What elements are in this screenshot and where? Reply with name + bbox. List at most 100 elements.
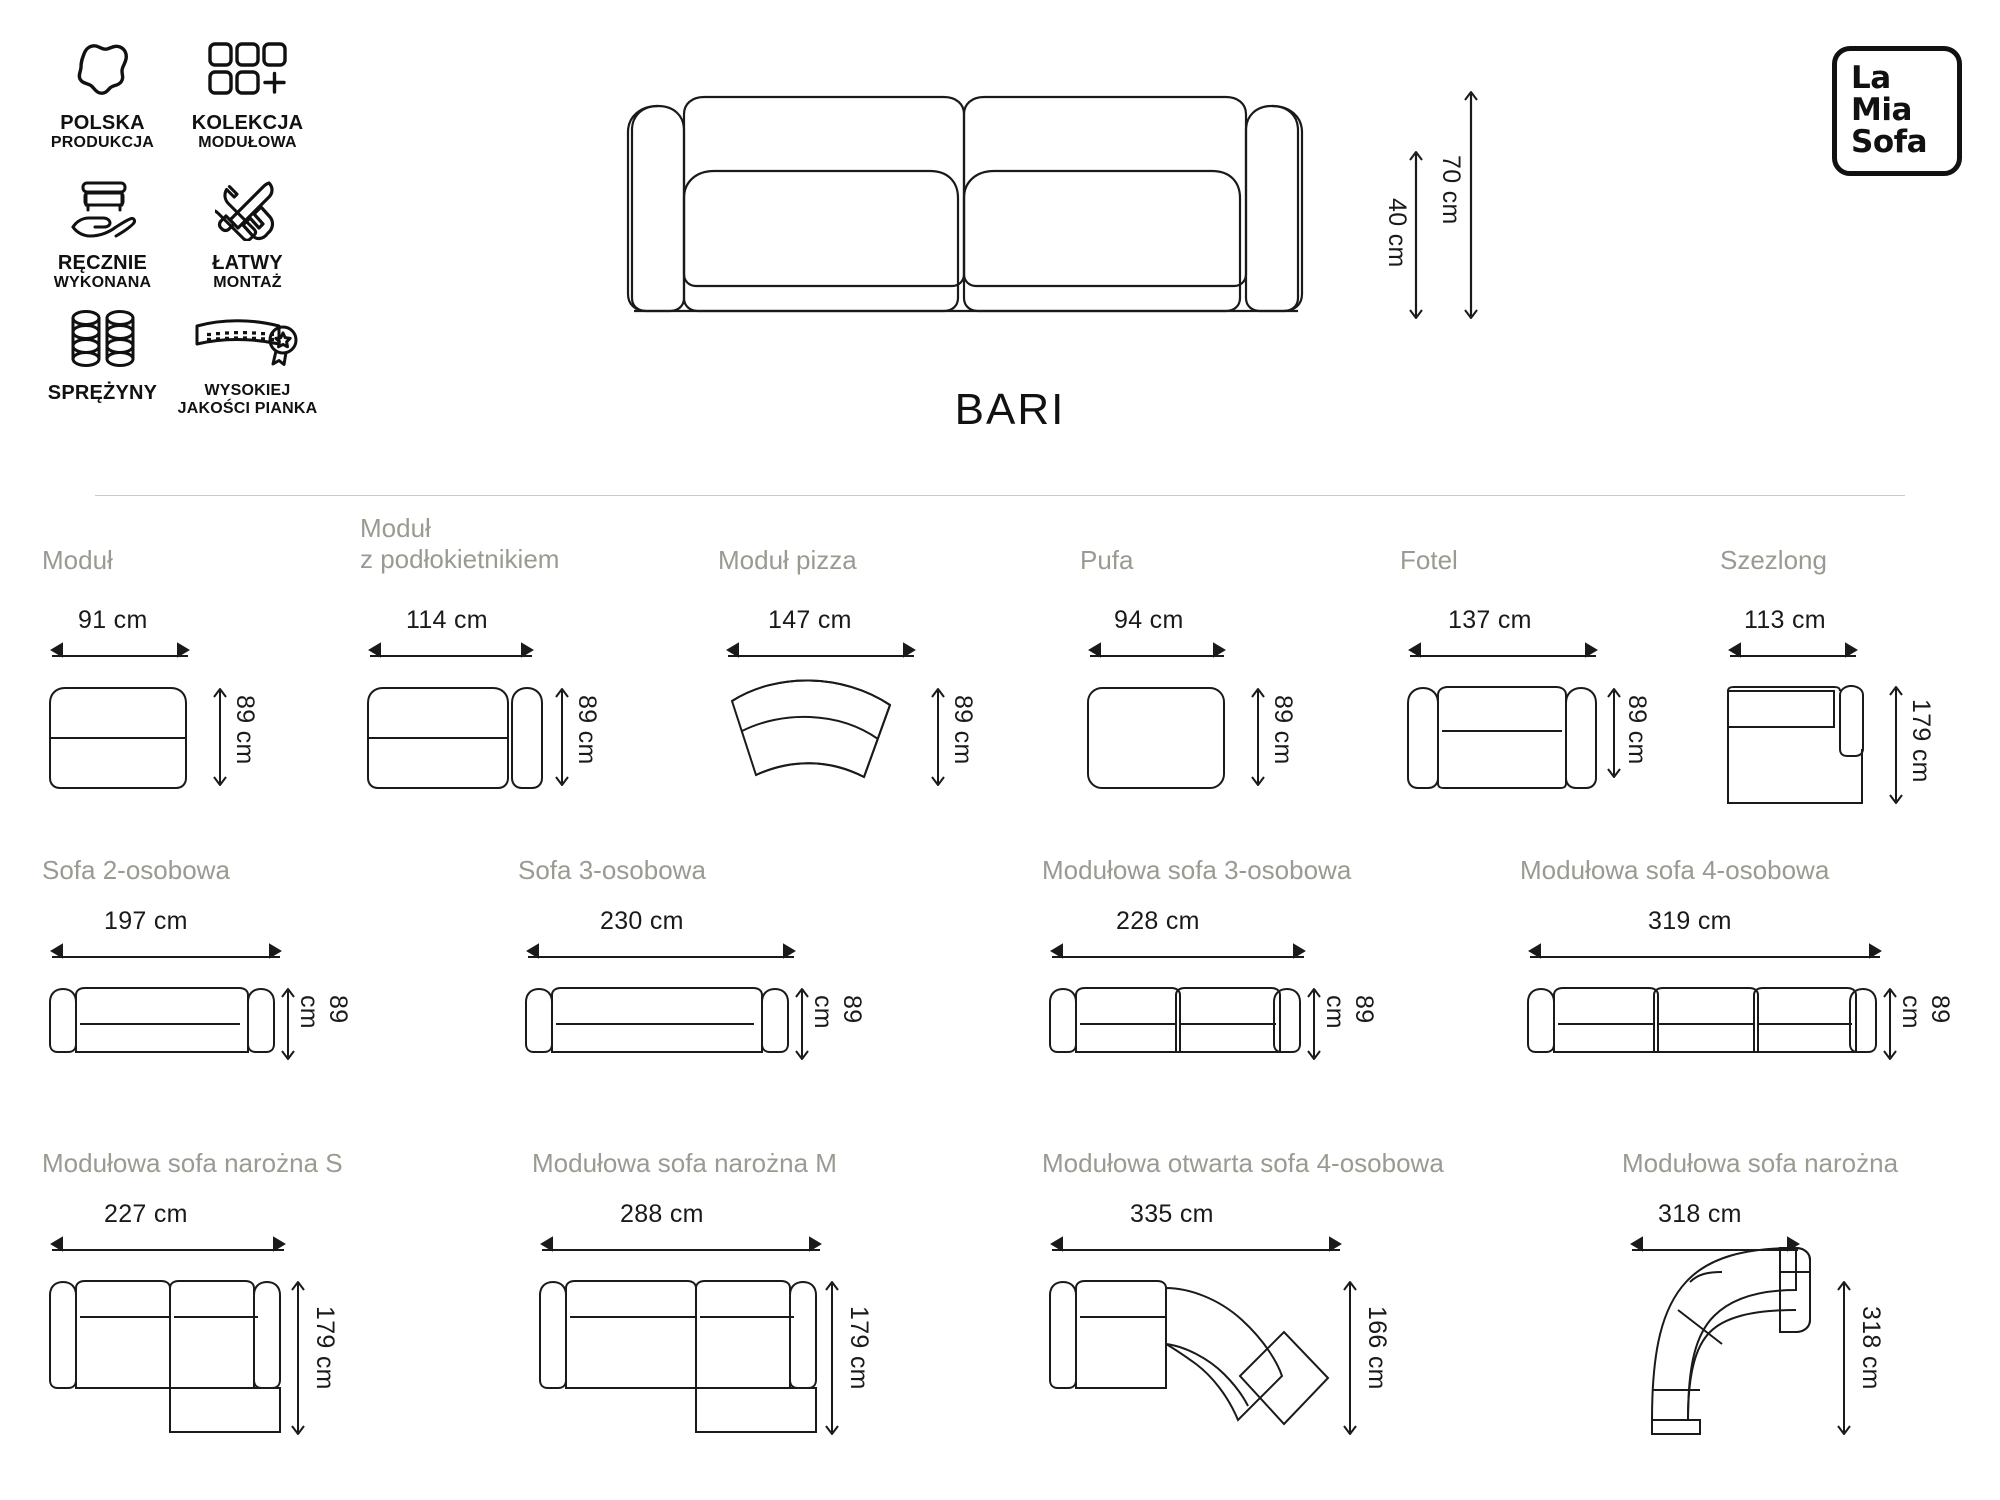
hero-sofa-illustration (620, 80, 1400, 340)
item-figure: 335 cm 166 cm (1042, 1200, 1444, 1440)
badge-kolekcja-modulowa: KOLEKCJA MODUŁOWA (175, 30, 320, 170)
item-figure: 319 cm 89 cm (1520, 907, 1954, 1060)
badge-line1: KOLEKCJA (191, 112, 304, 134)
item-width-label: 335 cm (1130, 1200, 1214, 1228)
item-depth-label: 166 cm (1363, 1306, 1391, 1390)
item-sofa-2-osobowa: Sofa 2-osobowa 197 cm 89 cm (42, 855, 352, 1060)
badge-row-3: SPRĘŻYNY WYSOKIEJ JAK (30, 300, 340, 420)
item-depth-label: 89 cm (1269, 695, 1297, 765)
hero-seat-height-label: 40 cm (1383, 198, 1411, 268)
item-figure: 318 cm 318 cm (1622, 1200, 1922, 1440)
item-width-label: 288 cm (620, 1200, 704, 1228)
item-width-label: 319 cm (1648, 907, 1732, 935)
item-width-label: 197 cm (104, 907, 188, 935)
item-depth-label: 89 cm (231, 695, 259, 765)
item-label: Modułowa otwarta sofa 4-osobowa (1042, 1148, 1444, 1178)
item-modulowa-sofa-narozna: Modułowa sofa narożna 318 cm 318 cm (1622, 1148, 1922, 1440)
item-modulowa-otwarta-sofa-4-osobowa: Modułowa otwarta sofa 4-osobowa 335 cm 1… (1042, 1148, 1444, 1440)
item-depth-label: 179 cm (311, 1306, 339, 1390)
item-modul-pizza: Moduł pizza 147 cm 89 cm (718, 545, 978, 791)
item-width-label: 230 cm (600, 907, 684, 935)
item-label: Moduł z podłokietnikiem (360, 513, 560, 574)
poland-map-icon (69, 30, 137, 108)
item-label: Modułowa sofa narożna S (42, 1148, 343, 1178)
item-label: Sofa 3-osobowa (518, 855, 706, 885)
item-width-label: 114 cm (406, 606, 488, 634)
modular-grid-plus-icon (207, 30, 289, 108)
badge-latwy-montaz: ŁATWY MONTAŻ (175, 170, 320, 300)
item-width-label: 147 cm (768, 606, 852, 634)
springs-icon (68, 300, 138, 378)
brand-logo: La Mia Sofa (1832, 46, 1962, 176)
badge-line1: WYSOKIEJ (204, 382, 291, 399)
item-label: Modułowa sofa narożna M (532, 1148, 837, 1178)
hand-holding-sofa-icon (65, 170, 141, 248)
badge-row-1: POLSKA PRODUKCJA KOLEKCJA MODUŁOWA (30, 30, 340, 170)
item-label: Fotel (1400, 545, 1458, 575)
item-depth-label: 89 cm (809, 995, 866, 1029)
item-figure: 197 cm 89 cm (42, 907, 352, 1060)
item-szezlong: Szezlong 113 cm 179 cm (1720, 545, 1960, 811)
hero-total-height-label: 70 cm (1437, 155, 1465, 225)
badge-line1: POLSKA (60, 112, 145, 134)
feature-badges: POLSKA PRODUKCJA KOLEKCJA MODUŁOWA (30, 30, 340, 420)
item-width-label: 318 cm (1658, 1200, 1742, 1228)
item-label: Szezlong (1720, 545, 1827, 575)
item-label: Modułowa sofa 4-osobowa (1520, 855, 1830, 885)
badge-polska-produkcja: POLSKA PRODUKCJA (30, 30, 175, 170)
item-width-label: 94 cm (1114, 606, 1184, 634)
badge-wysokiej-jakosci-pianka: WYSOKIEJ JAKOŚCI PIANKA (175, 300, 320, 420)
badge-line1: SPRĘŻYNY (47, 382, 158, 404)
section-divider (95, 495, 1905, 496)
item-label: Pufa (1080, 545, 1134, 575)
item-depth-label: 179 cm (845, 1306, 873, 1390)
item-depth-label: 89 cm (1897, 995, 1954, 1029)
logo-line-3: Sofa (1851, 123, 1928, 160)
item-label: Moduł pizza (718, 545, 857, 575)
item-depth-label: 318 cm (1857, 1306, 1885, 1390)
item-depth-label: 89 cm (949, 695, 977, 765)
item-modulowa-sofa-4-osobowa: Modułowa sofa 4-osobowa 319 cm 89 cm (1520, 855, 1954, 1060)
item-figure: 227 cm 179 cm (42, 1200, 343, 1440)
item-modulowa-sofa-narozna-m: Modułowa sofa narożna M 288 cm 179 cm (532, 1148, 873, 1440)
product-name: BARI (954, 385, 1066, 434)
item-label: Modułowa sofa 3-osobowa (1042, 855, 1352, 885)
badge-line2: PRODUKCJA (50, 134, 155, 152)
item-figure: 113 cm 179 cm (1720, 606, 1960, 811)
item-modul: Moduł 91 cm 89 cm (42, 545, 277, 791)
item-figure: 114 cm 89 cm (360, 606, 610, 791)
badge-line1: ŁATWY (212, 252, 283, 274)
item-modul-z-podlokietnikiem: Moduł z podłokietnikiem 114 cm 89 cm (360, 513, 610, 791)
badge-line2: MONTAŻ (213, 274, 282, 292)
hero-dimensions: 40 cm 70 cm (1370, 80, 1500, 345)
item-depth-label: 89 cm (573, 695, 601, 765)
item-depth-label: 179 cm (1907, 699, 1935, 783)
badge-recznie-wykonana: RĘCZNIE WYKONANA (30, 170, 175, 300)
item-modulowa-sofa-narozna-s: Modułowa sofa narożna S 227 cm 179 cm (42, 1148, 343, 1440)
wrench-screwdriver-icon (214, 170, 281, 248)
item-depth-label: 89 cm (1321, 995, 1378, 1029)
item-label: Moduł (42, 545, 113, 575)
badge-line1: RĘCZNIE (57, 252, 148, 274)
item-depth-label: 89 cm (1623, 695, 1651, 765)
item-figure: 94 cm 89 cm (1080, 606, 1315, 791)
logo-line-1: La (1851, 60, 1891, 97)
badge-row-2: RĘCZNIE WYKONANA ŁATWY MONTAŻ (30, 170, 340, 300)
item-width-label: 228 cm (1116, 907, 1200, 935)
item-figure: 228 cm 89 cm (1042, 907, 1378, 1060)
item-depth-label: 89 cm (295, 995, 352, 1029)
badge-line2: MODUŁOWA (198, 134, 297, 152)
badge-sprezyny: SPRĘŻYNY (30, 300, 175, 420)
badge-line2: WYKONANA (53, 274, 152, 292)
item-pufa: Pufa 94 cm 89 cm (1080, 545, 1315, 791)
item-figure: 91 cm 89 cm (42, 606, 277, 791)
item-sofa-3-osobowa: Sofa 3-osobowa 230 cm 89 cm (518, 855, 866, 1060)
badge-line2: JAKOŚCI PIANKA (177, 399, 318, 417)
item-figure: 147 cm 89 cm (718, 606, 978, 791)
item-width-label: 91 cm (78, 606, 148, 634)
item-label: Sofa 2-osobowa (42, 855, 230, 885)
item-fotel: Fotel 137 cm 89 cm (1400, 545, 1651, 791)
item-figure: 230 cm 89 cm (518, 907, 866, 1060)
item-modulowa-sofa-3-osobowa: Modułowa sofa 3-osobowa 228 cm 89 cm (1042, 855, 1378, 1060)
